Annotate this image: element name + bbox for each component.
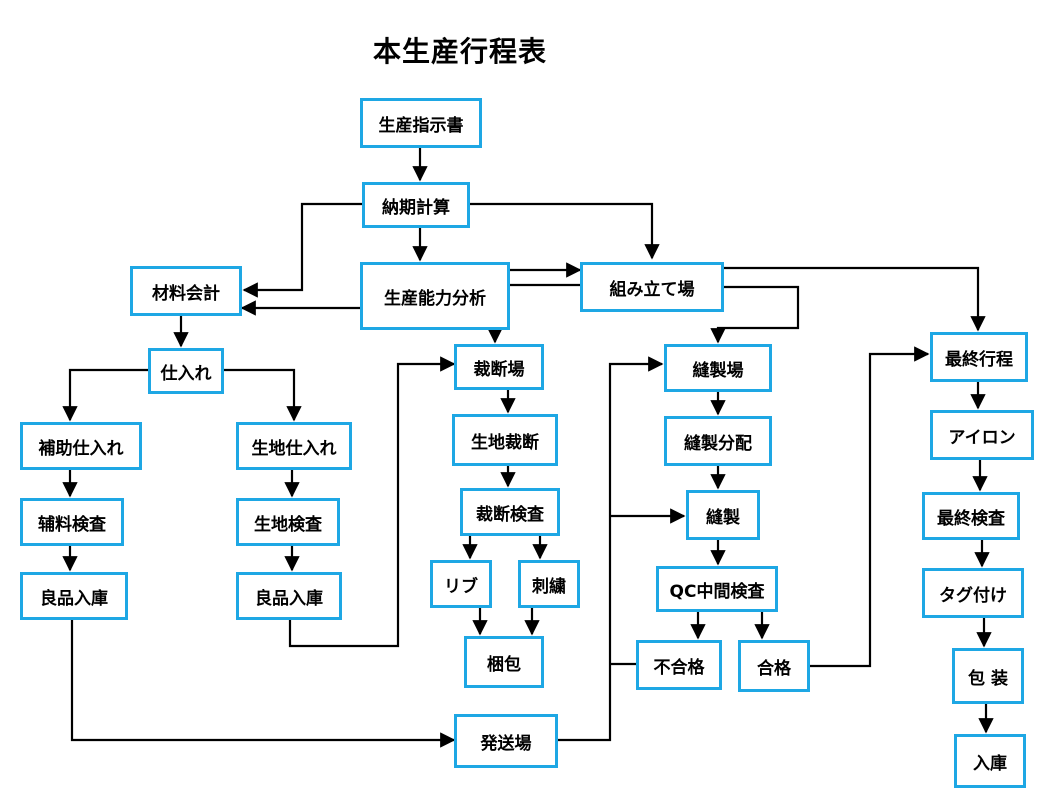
node-noki-keisan: 納期計算 — [362, 182, 470, 228]
node-kiji-saidan: 生地裁断 — [452, 414, 558, 466]
arrow-kumitate-hosei — [710, 285, 800, 344]
node-saidan-kensa: 裁断検査 — [460, 488, 560, 536]
node-hosei-ba: 縫製場 — [664, 344, 772, 392]
node-fugokaku: 不合格 — [636, 640, 722, 690]
arrow-hassou-hosei — [558, 356, 664, 742]
node-rib: リブ — [430, 560, 492, 608]
node-ryohin-2: 良品入庫 — [236, 572, 342, 620]
arrow-ryohin1-hassou — [70, 620, 456, 748]
node-hosei: 縫製 — [686, 490, 760, 540]
arrow-gokaku-saishu — [810, 346, 930, 668]
node-ryohin-1: 良品入庫 — [20, 572, 128, 620]
arrow-shiire-kiji — [224, 368, 302, 422]
node-hassou: 発送場 — [454, 714, 558, 768]
node-kiji-shiire: 生地仕入れ — [236, 422, 352, 470]
diagram-title: 本生産行程表 — [372, 35, 547, 68]
node-kiji-kensa: 生地検査 — [236, 498, 340, 546]
arrow-ryohin2-saidan — [288, 356, 456, 648]
node-gokaku: 合格 — [738, 640, 810, 692]
node-shishu: 刺繍 — [518, 560, 580, 608]
arrow-shiire-hojo — [62, 368, 148, 422]
node-iron: アイロン — [930, 410, 1034, 460]
node-hosei-bunpai: 縫製分配 — [664, 416, 772, 466]
node-seisan-noryoku: 生産能力分析 — [360, 262, 510, 330]
node-seisan-shiji: 生産指示書 — [360, 98, 482, 148]
node-konpo: 梱包 — [464, 636, 544, 688]
node-hoso: 包 装 — [952, 648, 1024, 704]
node-qc: QC中間検査 — [656, 566, 778, 612]
arrow-noki-kumitate — [470, 202, 660, 260]
arrow-kumitate-saishu — [650, 266, 986, 332]
node-kumitate: 組み立て場 — [580, 262, 724, 312]
node-hojo-shiire: 補助仕入れ — [20, 422, 142, 470]
node-saidan-ba: 裁断場 — [454, 344, 544, 390]
arrow-noki-zairyo — [242, 202, 362, 298]
node-zairyo-kaikei: 材料会計 — [130, 266, 242, 316]
node-hojo-kensa: 辅料検査 — [20, 498, 124, 546]
node-saishu-kotei: 最終行程 — [930, 332, 1028, 382]
node-nyuko: 入庫 — [954, 734, 1026, 788]
node-shiire: 仕入れ — [148, 348, 224, 394]
node-saishu-kensa: 最終検査 — [922, 492, 1020, 540]
node-tag: タグ付け — [922, 568, 1024, 618]
